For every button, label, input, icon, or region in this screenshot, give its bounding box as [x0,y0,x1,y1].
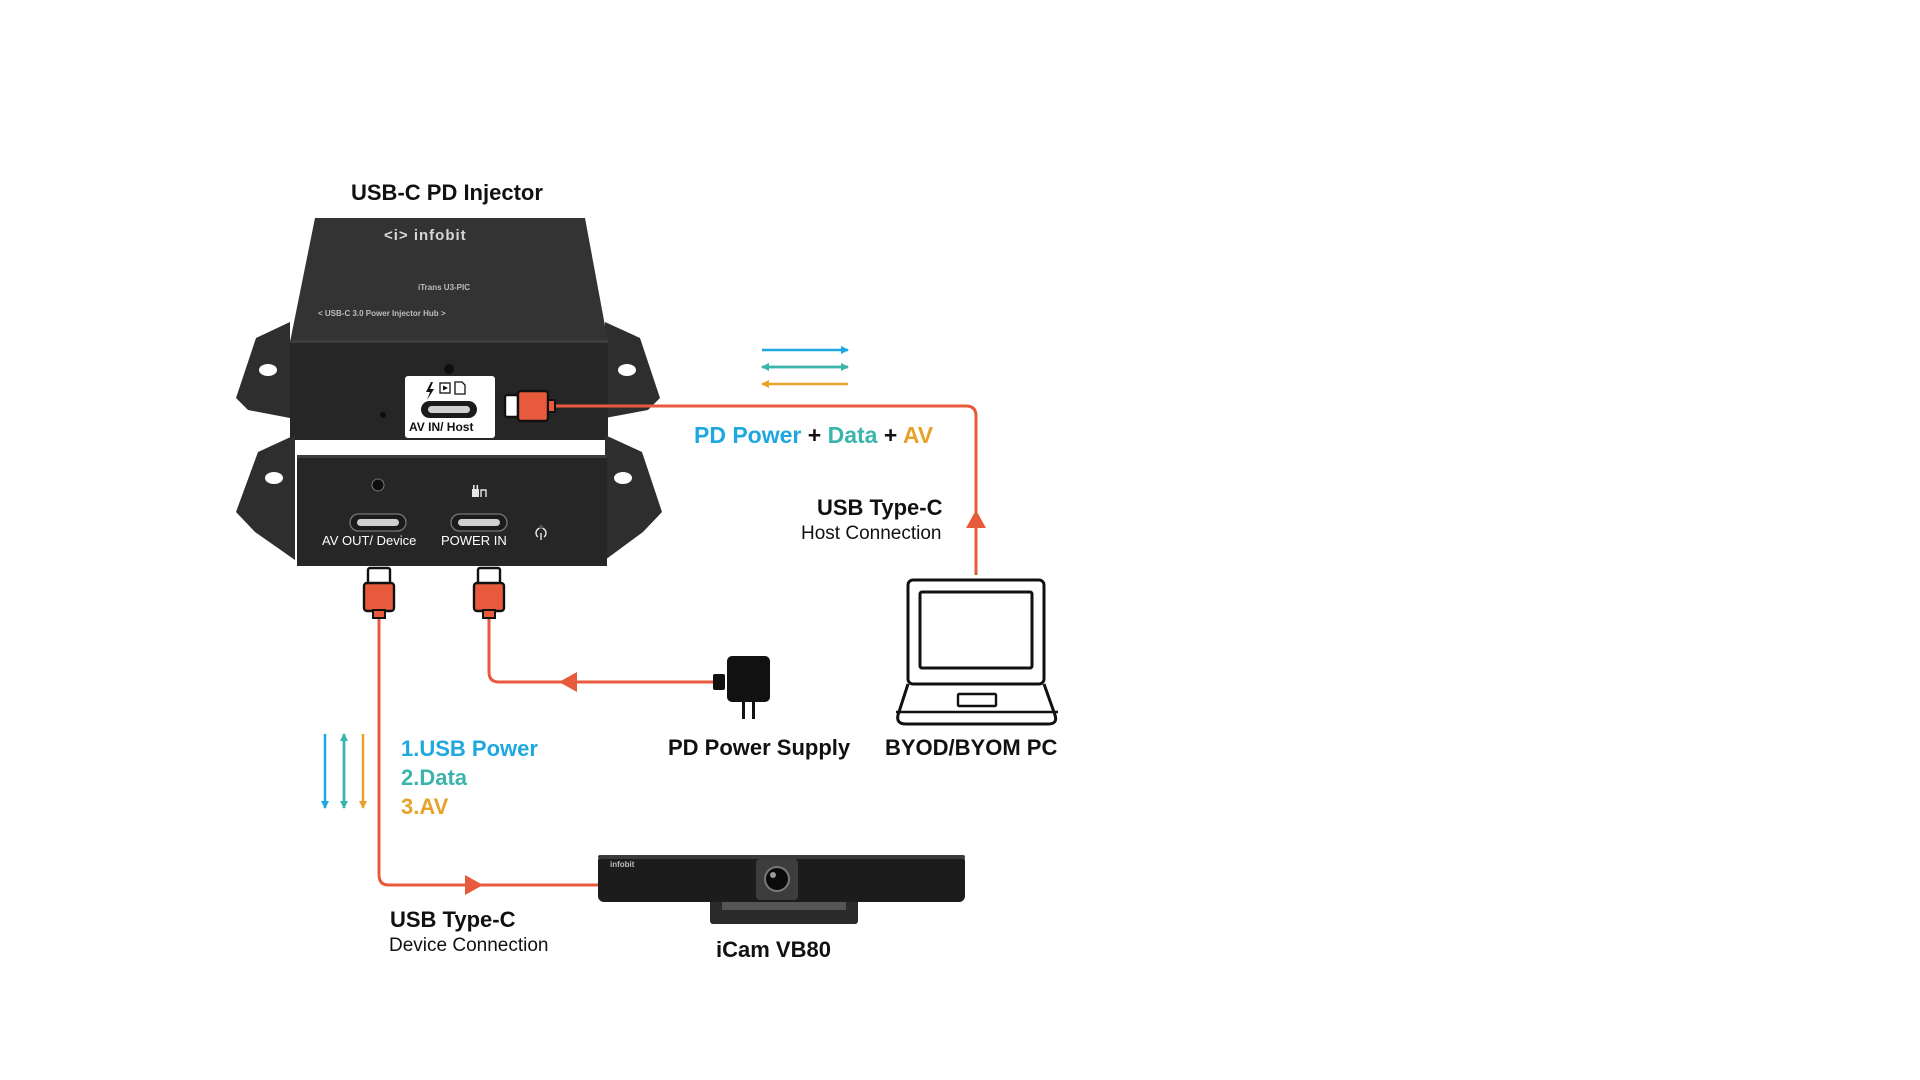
device-cable-arrow [465,875,483,895]
host-signal-arrows [761,346,849,388]
ear-hole [618,364,636,376]
injector-subtitle: < USB-C 3.0 Power Injector Hub > [318,309,446,318]
device-signal-list: 1.USB Power 2.Data 3.AV [401,734,538,821]
power-cable-arrow [559,672,577,692]
ear-hole [614,472,632,484]
screw [371,478,385,492]
power-bolt-icon [426,382,434,400]
cable-connector-host [503,393,520,419]
pd-signal-label: PD Power + Data + AV [694,422,933,449]
host-cable [556,404,978,575]
signal-av: 3.AV [401,794,449,819]
av-out-port-label: AV OUT/ Device [322,533,417,548]
pc-label: BYOD/BYOM PC [885,735,1058,760]
cable-connector-device [362,566,396,619]
host-connection-subtitle: Host Connection [801,523,942,544]
power-supply-label: PD Power Supply [668,735,851,760]
injector-top-face [290,218,608,342]
injector-brand: <i> infobit [384,227,467,244]
play-icon [439,382,451,394]
cable-connector-power [472,566,506,619]
power-cable [487,614,713,684]
cable-connector-host-body [516,389,550,423]
injector-title: USB-C PD Injector [351,180,543,205]
camera-lens [764,866,790,892]
ear-hole [265,472,283,484]
ear-hole [259,364,277,376]
injector-upper-unit [236,218,660,440]
av-in-port-label: AV IN/ Host [409,420,474,434]
signal-usb-power: 1.USB Power [401,736,538,761]
camera-brand: infobit [610,860,635,869]
plus-sign: + [877,422,903,448]
mounting-ear-right-bottom [605,435,662,560]
camera-icon [598,855,965,924]
device-connection-subtitle: Device Connection [389,935,549,956]
screw [444,364,454,374]
mounting-ear-left-bottom [236,435,295,560]
plug-icon [472,485,487,497]
laptop-icon [896,578,1058,726]
power-adapter-icon [713,656,770,719]
injector-model: iTrans U3-PIC [418,283,471,292]
led [380,412,386,418]
injector-lower-unit [236,435,662,566]
camera-label: iCam VB80 [716,937,831,962]
device-signal-arrows [321,733,367,809]
cables [377,404,978,887]
injector-edge [290,340,608,343]
host-connection-title: USB Type-C [817,495,943,520]
host-cable-arrow [966,510,986,528]
signal-data: 2.Data [401,765,468,790]
plus-sign: + [801,422,828,448]
power-icon [535,525,547,540]
pd-power-text: PD Power [694,422,802,448]
pd-av-text: AV [902,422,934,448]
device-connection-title: USB Type-C [390,907,516,932]
pd-data-text: Data [827,422,878,448]
injector-front-face-bottom [297,455,607,566]
power-in-port-label: POWER IN [441,533,507,548]
device-cable [377,614,598,887]
document-icon [454,381,466,395]
